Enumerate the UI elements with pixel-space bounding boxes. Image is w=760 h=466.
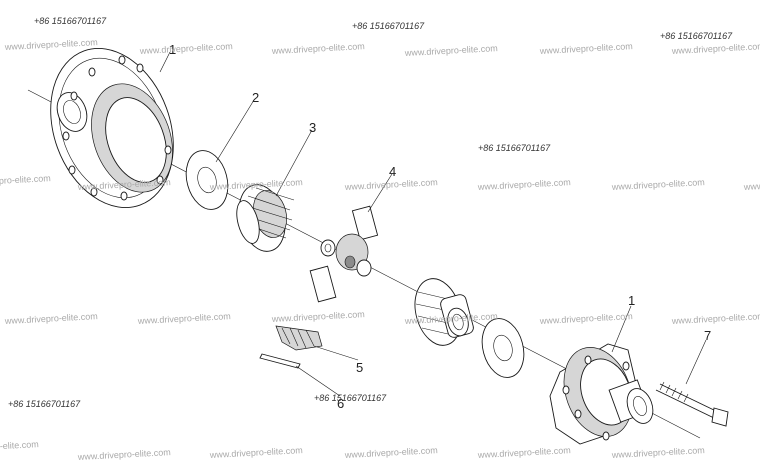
watermark-url: www.drivepro-elite.com — [743, 177, 760, 192]
watermark-url: www.drivepro-elite.com — [404, 43, 498, 58]
watermark-url: www.drivepro-elite.com — [139, 41, 233, 56]
bolt-holes-right — [562, 355, 630, 441]
watermark-url: www.drivepro-elite.com — [77, 177, 171, 192]
watermark-phone: +86 15166701167 — [478, 143, 551, 153]
watermark-phone: +86 15166701167 — [34, 16, 107, 26]
callout-1-lower: 1 — [628, 293, 635, 308]
watermark-url: www.drivepro-elite.com — [344, 177, 438, 192]
side-gear-upper — [236, 184, 295, 252]
watermark-url: www.drivepro-elite.com — [0, 173, 51, 188]
watermark-url: www.drivepro-elite.com — [477, 177, 571, 192]
watermark-url: www.drivepro-elite.com — [0, 439, 39, 454]
watermark-url: www.drivepro-elite.com — [611, 445, 705, 460]
leader-lines — [159, 51, 707, 397]
callout-3: 3 — [309, 120, 316, 135]
watermark-phone: +86 15166701167 — [352, 21, 425, 31]
callout-labels: 1 2 3 4 1 7 5 6 — [169, 42, 711, 411]
side-gear-lower — [414, 278, 474, 346]
case-half-right — [549, 343, 654, 445]
case-half-left — [50, 47, 174, 209]
watermark-phone: +86 15166701167 — [314, 393, 387, 403]
watermark-url: www.drivepro-elite.com — [4, 311, 98, 326]
watermark-url: www.drivepro-elite.com — [271, 309, 365, 324]
watermark-phone: +86 15166701167 — [660, 31, 733, 41]
watermark-url: www.drivepro-elite.com — [477, 445, 571, 460]
watermark-url: www.drivepro-elite.com — [611, 177, 705, 192]
watermark-url: www.drivepro-elite.com — [4, 37, 98, 52]
case-bolt — [655, 381, 729, 427]
spider-cross — [309, 205, 379, 303]
watermark-url: www.drivepro-elite.com — [209, 177, 303, 192]
pinion-gear — [275, 325, 323, 351]
url-watermarks: www.drivepro-elite.com www.drivepro-elit… — [0, 37, 760, 462]
thrust-washer-upper — [185, 150, 229, 210]
watermark-url: www.drivepro-elite.com — [539, 311, 633, 326]
watermark-url: www.drivepro-elite.com — [209, 445, 303, 460]
watermark-url: www.drivepro-elite.com — [404, 311, 498, 326]
watermark-phone: +86 15166701167 — [8, 399, 81, 409]
watermark-url: www.drivepro-elite.com — [671, 41, 760, 56]
callout-4: 4 — [389, 164, 396, 179]
callout-5: 5 — [356, 360, 363, 375]
watermark-url: www.drivepro-elite.com — [77, 447, 171, 462]
callout-2: 2 — [252, 90, 259, 105]
watermark-url: www.drivepro-elite.com — [137, 311, 231, 326]
callout-1-upper: 1 — [169, 42, 176, 57]
phone-watermarks: +86 15166701167 +86 15166701167 +86 1516… — [8, 16, 733, 409]
bolt-holes — [62, 55, 172, 201]
watermark-url: www.drivepro-elite.com — [344, 445, 438, 460]
pinion-washer — [259, 353, 301, 369]
watermark-url: www.drivepro-elite.com — [671, 311, 760, 326]
callout-6: 6 — [337, 396, 344, 411]
callout-7: 7 — [704, 328, 711, 343]
watermark-url: www.drivepro-elite.com — [271, 41, 365, 56]
watermark-url: www.drivepro-elite.com — [539, 41, 633, 56]
thrust-washer-lower — [481, 318, 525, 378]
